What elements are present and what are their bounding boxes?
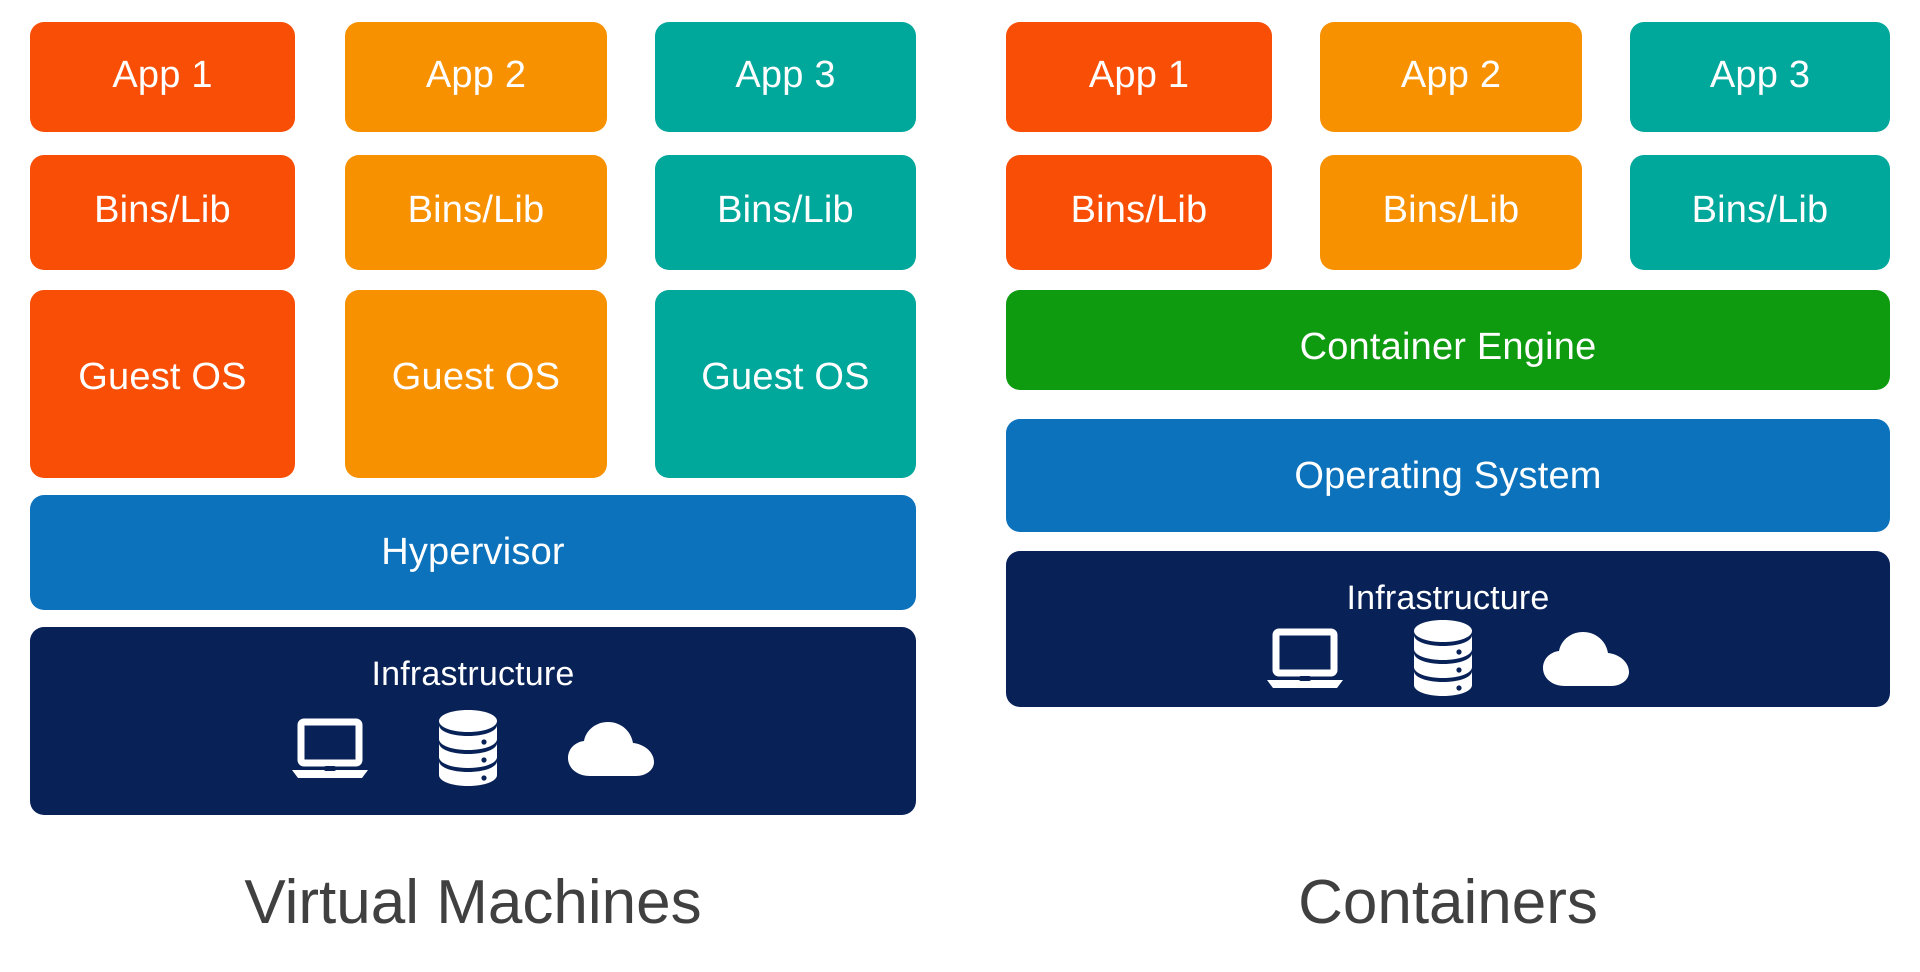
container-bins-lib-1-label: Bins/Lib <box>1070 189 1208 231</box>
container-bins-lib-2-box[interactable]: Bins/Lib <box>1320 155 1582 270</box>
container-infrastructure-box[interactable]: Infrastructure <box>1006 551 1890 707</box>
container-operating-system-label: Operating System <box>1294 455 1602 497</box>
vm-bins-lib-2-label: Bins/Lib <box>407 189 545 231</box>
vm-bins-lib-1-label: Bins/Lib <box>94 189 231 231</box>
container-app-3-label: App 3 <box>1709 54 1811 96</box>
vm-guest-os-1-box[interactable]: Guest OS <box>30 290 295 478</box>
vm-bins-lib-3-label: Bins/Lib <box>717 189 854 231</box>
vm-bins-lib-1-box[interactable]: Bins/Lib <box>30 155 295 270</box>
vm-infrastructure-icon-strip <box>30 708 916 794</box>
container-bins-lib-2-label: Bins/Lib <box>1382 189 1520 231</box>
containers-panel: App 1 App 2 App 3 Bins/Lib Bins/Lib Bins… <box>960 0 1920 972</box>
vm-app-2-label: App 2 <box>425 54 527 96</box>
container-bins-lib-3-label: Bins/Lib <box>1691 189 1829 231</box>
vm-bins-lib-2-box[interactable]: Bins/Lib <box>345 155 607 270</box>
container-app-2-box[interactable]: App 2 <box>1320 22 1582 132</box>
vm-guest-os-2-label: Guest OS <box>391 356 561 398</box>
database-icon <box>1411 618 1475 704</box>
vm-app-3-label: App 3 <box>735 54 836 96</box>
vm-guest-os-3-box[interactable]: Guest OS <box>655 290 916 478</box>
containers-caption: Containers <box>1298 868 1598 937</box>
vm-guest-os-3-label: Guest OS <box>701 356 870 398</box>
database-icon <box>436 708 500 794</box>
vm-infrastructure-label: Infrastructure <box>371 655 575 693</box>
vm-app-1-label: App 1 <box>112 54 213 96</box>
container-bins-lib-3-box[interactable]: Bins/Lib <box>1630 155 1890 270</box>
vm-hypervisor-label: Hypervisor <box>381 531 565 573</box>
laptop-icon <box>1265 627 1345 695</box>
vm-guest-os-1-label: Guest OS <box>78 356 247 398</box>
vm-app-3-box[interactable]: App 3 <box>655 22 916 132</box>
cloud-icon <box>1541 631 1631 691</box>
container-app-2-label: App 2 <box>1400 54 1502 96</box>
container-operating-system-box[interactable]: Operating System <box>1006 419 1890 532</box>
virtual-machines-caption: Virtual Machines <box>244 868 702 937</box>
container-app-1-box[interactable]: App 1 <box>1006 22 1272 132</box>
vm-infrastructure-box[interactable]: Infrastructure <box>30 627 916 815</box>
container-engine-box[interactable]: Container Engine <box>1006 290 1890 390</box>
container-bins-lib-1-box[interactable]: Bins/Lib <box>1006 155 1272 270</box>
container-engine-label: Container Engine <box>1299 326 1597 368</box>
vm-hypervisor-box[interactable]: Hypervisor <box>30 495 916 610</box>
virtual-machines-panel: App 1 App 2 App 3 Bins/Lib Bins/Lib Bins… <box>30 22 916 937</box>
laptop-icon <box>290 717 370 785</box>
cloud-icon <box>566 721 656 781</box>
vm-bins-lib-3-box[interactable]: Bins/Lib <box>655 155 916 270</box>
container-app-1-label: App 1 <box>1088 54 1190 96</box>
container-app-3-box[interactable]: App 3 <box>1630 22 1890 132</box>
vm-guest-os-2-box[interactable]: Guest OS <box>345 290 607 478</box>
vm-app-1-box[interactable]: App 1 <box>30 22 295 132</box>
container-infrastructure-label: Infrastructure <box>1346 579 1550 617</box>
container-infrastructure-icon-strip <box>1006 618 1890 704</box>
vm-app-2-box[interactable]: App 2 <box>345 22 607 132</box>
